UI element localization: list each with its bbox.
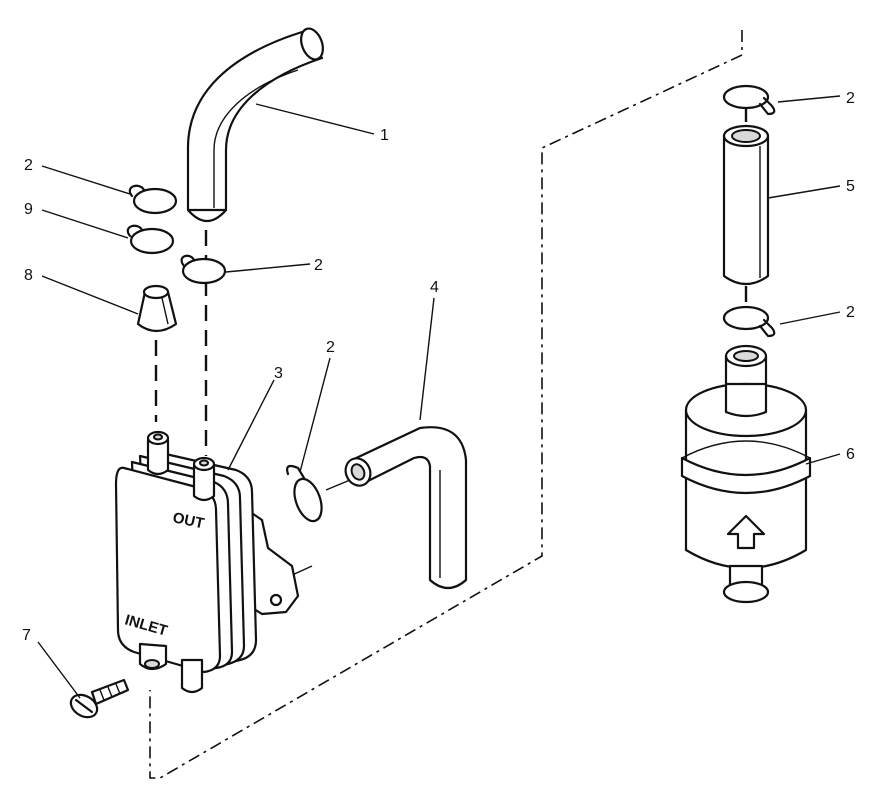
leader-5 bbox=[767, 185, 841, 199]
clamp-tab bbox=[758, 96, 776, 116]
hose-1-highlight bbox=[213, 69, 299, 208]
fuel-line-routing-path bbox=[149, 30, 743, 779]
clamp-tab bbox=[128, 184, 146, 198]
fuel-filter-6 bbox=[680, 344, 812, 604]
clamp-2-hose-4 bbox=[286, 464, 323, 523]
pump-out-nipple-right bbox=[192, 456, 216, 502]
nipple-bore bbox=[199, 459, 209, 467]
callout-8: 8 bbox=[24, 267, 33, 284]
nipple-body bbox=[192, 464, 216, 502]
pump-out-label: OUT bbox=[171, 509, 206, 532]
cap-body bbox=[136, 290, 178, 333]
callout-1: 1 bbox=[380, 127, 389, 144]
callout-4: 4 bbox=[430, 279, 439, 296]
cap-highlight bbox=[161, 297, 169, 325]
hose-4 bbox=[344, 426, 468, 590]
filter-flow-arrow-icon bbox=[726, 514, 766, 550]
alignment-line-clamp-4 bbox=[325, 479, 351, 491]
callout-2-upper-left: 2 bbox=[24, 157, 33, 174]
nipple-body bbox=[180, 658, 204, 694]
filter-top-bore bbox=[733, 350, 759, 362]
callout-6: 6 bbox=[846, 446, 855, 463]
filter-band-edge bbox=[681, 440, 811, 459]
leader-2b bbox=[225, 263, 311, 273]
nipple-bore bbox=[153, 433, 163, 441]
hose-1-end-bottom bbox=[186, 208, 228, 223]
clamp-ring bbox=[181, 257, 227, 285]
hose-5 bbox=[722, 124, 770, 286]
leader-8 bbox=[41, 275, 139, 315]
leader-9 bbox=[41, 209, 129, 239]
screw-thread bbox=[99, 683, 121, 701]
pump-inlet-nipple bbox=[138, 642, 204, 694]
screw-7 bbox=[69, 678, 130, 719]
cap-top bbox=[142, 284, 170, 300]
leader-6 bbox=[805, 453, 841, 465]
leader-2d bbox=[777, 95, 841, 103]
callout-3: 3 bbox=[274, 365, 283, 382]
filter-band bbox=[680, 456, 812, 495]
clamp-2-top-right bbox=[722, 84, 776, 116]
clamp-ring bbox=[722, 84, 770, 110]
leader-1 bbox=[255, 103, 375, 135]
hose-1-end-top bbox=[300, 27, 324, 61]
nipple-body bbox=[146, 438, 170, 476]
clamp-2-hose-1 bbox=[180, 254, 227, 285]
clamp-tab bbox=[126, 224, 144, 238]
callout-5: 5 bbox=[846, 178, 855, 195]
leader-lines bbox=[37, 95, 841, 699]
callout-2-hose-4: 2 bbox=[326, 339, 335, 356]
callout-numbers: 1 2 9 2 8 3 2 4 2 5 2 6 7 bbox=[22, 90, 855, 644]
pump-out-nipple-left bbox=[146, 430, 170, 476]
pump-front-housing bbox=[114, 466, 222, 674]
hose-4-outline bbox=[350, 426, 468, 590]
hose-1-outline bbox=[186, 30, 324, 212]
filter-bottom-end bbox=[722, 580, 770, 604]
leader-2a bbox=[41, 165, 131, 195]
leader-2c bbox=[299, 357, 331, 473]
leader-2e bbox=[779, 311, 841, 325]
clamp-2-mid-right bbox=[722, 305, 776, 338]
clamp-2-upper-left bbox=[128, 184, 178, 215]
callout-2-mid-right: 2 bbox=[846, 304, 855, 321]
clamp-ring bbox=[722, 305, 770, 331]
hose-4-bore bbox=[350, 463, 366, 481]
hose-1 bbox=[186, 27, 324, 223]
callout-9: 9 bbox=[24, 201, 33, 218]
clamp-ring bbox=[129, 227, 175, 255]
hose-5-body bbox=[722, 134, 770, 286]
leader-4 bbox=[419, 297, 435, 421]
inlet-bore bbox=[144, 659, 160, 669]
cap-8 bbox=[136, 284, 178, 333]
clamp-ring bbox=[293, 477, 323, 523]
fuel-pump-3: OUT INLET bbox=[114, 430, 300, 694]
callout-2-hose-1: 2 bbox=[314, 257, 323, 274]
screw-slot bbox=[74, 698, 94, 714]
clamp-tab bbox=[758, 318, 776, 338]
clamp-ring bbox=[132, 187, 178, 215]
filter-neck-front bbox=[724, 382, 768, 418]
callout-2-top-right: 2 bbox=[846, 90, 855, 107]
clamp-tab bbox=[286, 464, 306, 480]
pump-mount-hole bbox=[269, 593, 283, 607]
clamp-tab bbox=[180, 254, 196, 268]
hose-5-bore bbox=[731, 129, 761, 143]
leader-3 bbox=[227, 379, 275, 471]
callout-7: 7 bbox=[22, 627, 31, 644]
clamp-9 bbox=[126, 224, 175, 255]
leader-7 bbox=[37, 641, 81, 699]
